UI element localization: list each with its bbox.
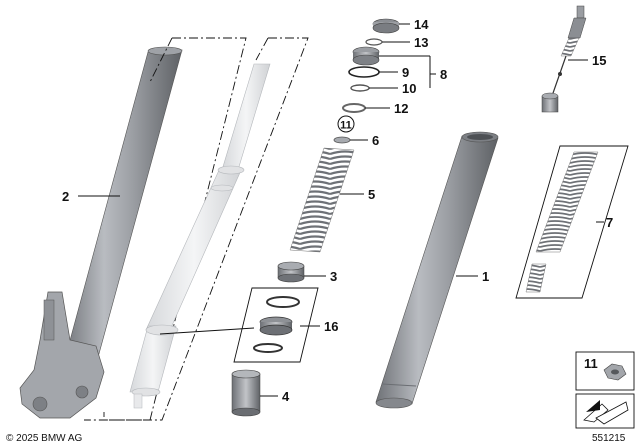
callout-12: 12 — [394, 101, 408, 116]
slide-bushing-bottom-part — [231, 369, 261, 417]
callout-8: 8 — [440, 67, 447, 82]
arrow-icon — [583, 400, 629, 425]
o-ring-upper-part — [348, 66, 380, 78]
callout-9: 9 — [402, 65, 409, 80]
legend-hex-nut: 11 — [575, 351, 635, 391]
callout-2: 2 — [62, 189, 69, 204]
callout-3: 3 — [330, 269, 337, 284]
callout-5: 5 — [368, 187, 375, 202]
damper-rod-tool-part — [541, 5, 587, 113]
leader-lines — [78, 23, 604, 397]
screw-plug-part — [352, 46, 380, 66]
o-ring-lower-part — [350, 84, 370, 92]
legend-diagram-type — [575, 393, 635, 429]
callout-14: 14 — [414, 17, 429, 32]
assembly-outline-inner — [103, 37, 309, 421]
callout-11-circle — [337, 115, 355, 133]
hex-nut-icon — [603, 363, 627, 381]
seal-kit-outline — [233, 287, 319, 363]
washer-part — [333, 136, 351, 144]
seal-kit-parts — [253, 296, 300, 353]
damper-cartridge-ghost — [129, 63, 271, 409]
callout-16: 16 — [324, 319, 338, 334]
callout-11: 11 — [340, 120, 352, 132]
callout-labels: 2 14 13 8 9 10 12 11 6 5 3 16 4 1 7 15 — [62, 17, 613, 404]
callout-13: 13 — [414, 35, 428, 50]
callout-4: 4 — [282, 389, 290, 404]
main-spring-part — [289, 147, 355, 253]
callout-1: 1 — [482, 269, 489, 284]
diagram-id: 551215 — [592, 433, 626, 444]
legend-hex-nut-label: 11 — [584, 356, 598, 371]
callout-7: 7 — [606, 215, 613, 230]
slide-bushing-top-part — [277, 261, 305, 283]
callout-15: 15 — [592, 53, 606, 68]
circlip-part — [342, 103, 366, 113]
fork-tube-right — [375, 131, 499, 409]
fork-tube-left — [19, 46, 183, 419]
callout-6: 6 — [372, 133, 379, 148]
spring-kit-parts — [525, 151, 599, 293]
callout-10: 10 — [402, 81, 416, 96]
copyright-text: © 2025 BMW AG — [6, 433, 83, 444]
cap-ring-part — [365, 38, 383, 46]
cap-part — [372, 18, 400, 34]
spring-kit-outline — [515, 145, 629, 299]
